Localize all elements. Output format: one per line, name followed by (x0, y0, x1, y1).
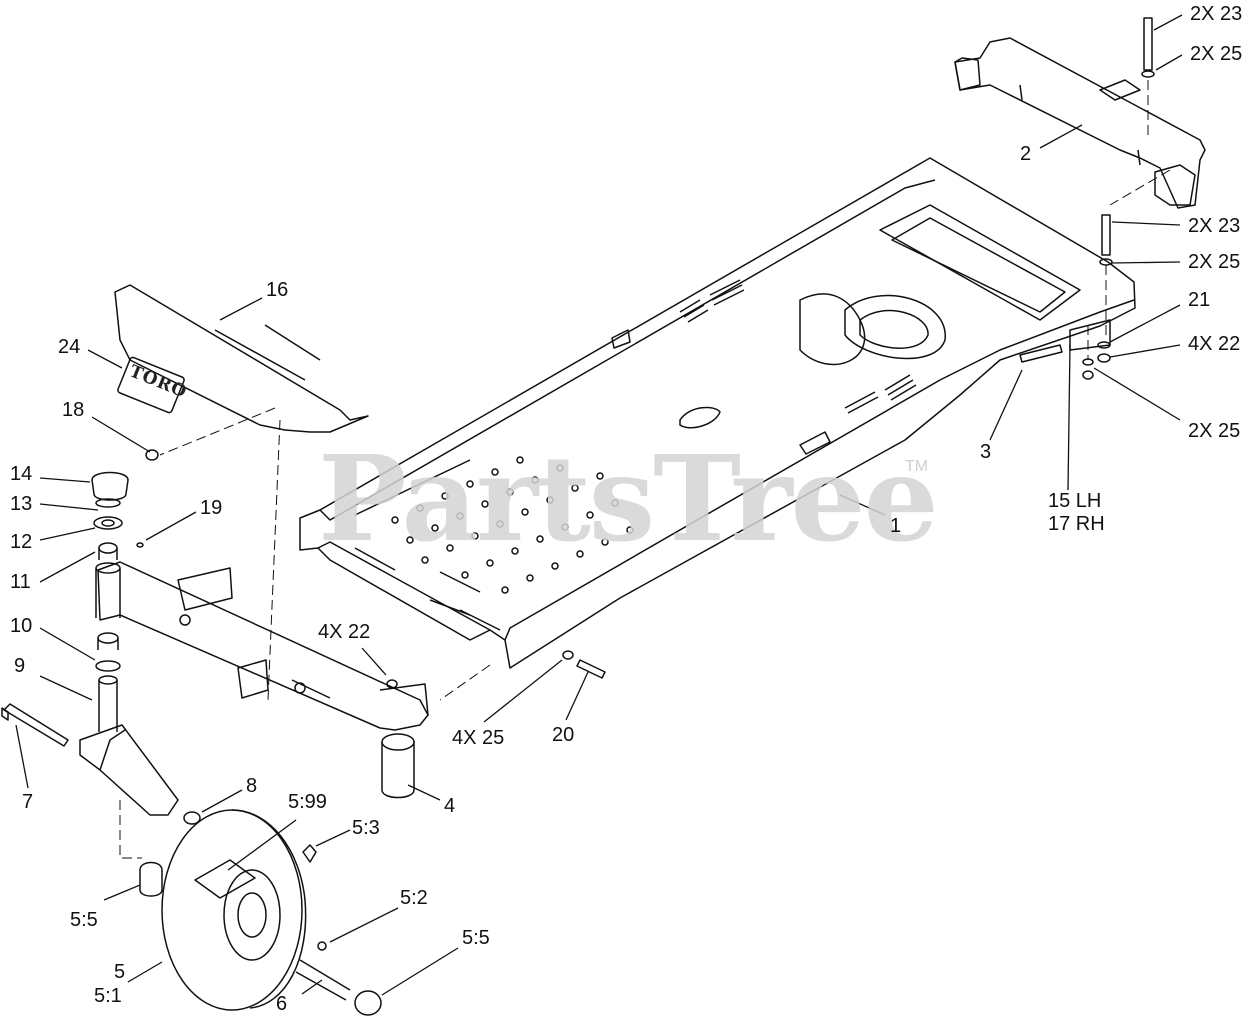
callout-5-1: 5:1 (94, 985, 122, 1007)
callout-9: 9 (14, 655, 26, 677)
callout-20: 20 (552, 724, 575, 746)
callout-15-lh: 15 LH (1048, 490, 1102, 512)
callout-12: 12 (10, 531, 33, 553)
callout-7: 7 (22, 791, 34, 813)
callout-5-3: 5:3 (352, 817, 380, 839)
callout-2x25-mid: 2X 25 (1188, 251, 1241, 273)
rear-bracket (954, 37, 1206, 209)
callout-2x23-top: 2X 23 (1190, 3, 1243, 25)
callout-18: 18 (62, 399, 85, 421)
callout-1: 1 (890, 515, 902, 537)
callout-3: 3 (980, 441, 992, 463)
main-frame (299, 157, 1136, 669)
callout-4: 4 (444, 795, 456, 817)
callout-10: 10 (10, 615, 33, 637)
callout-21: 21 (1188, 289, 1211, 311)
callout-5-2: 5:2 (400, 887, 428, 909)
callout-17-rh: 17 RH (1048, 513, 1105, 535)
watermark-trademark: TM (905, 458, 929, 475)
callout-14: 14 (10, 463, 33, 485)
callout-4x22-left: 4X 22 (318, 621, 371, 643)
watermark: PartsTree (318, 429, 939, 568)
hardware (136, 17, 1155, 825)
alignment-lines (119, 80, 1171, 859)
callout-5-99: 5:99 (288, 791, 327, 813)
caster-wheel (139, 809, 382, 1016)
callout-13: 13 (10, 493, 33, 515)
front-axle (97, 561, 429, 799)
callout-5: 5 (114, 961, 126, 983)
callout-6: 6 (276, 993, 288, 1015)
callout-2x23-mid: 2X 23 (1188, 215, 1241, 237)
callout-11: 11 (10, 571, 31, 593)
floor-hole-grid (391, 456, 634, 594)
callout-2x25-right: 2X 25 (1188, 420, 1241, 442)
spindle-stack (79, 471, 179, 816)
callout-2x25-top: 2X 25 (1190, 43, 1243, 65)
callout-24: 24 (58, 336, 81, 358)
callout-5-5a: 5:5 (70, 909, 98, 931)
bolt-7 (1, 703, 69, 747)
callout-5-5b: 5:5 (462, 927, 490, 949)
cover-panel (114, 284, 369, 433)
leader-lines (15, 14, 1183, 996)
callout-4x22-right: 4X 22 (1188, 333, 1241, 355)
callout-2: 2 (1020, 143, 1032, 165)
callout-8: 8 (246, 775, 258, 797)
callout-16: 16 (266, 279, 289, 301)
callout-19: 19 (200, 497, 223, 519)
callout-4x25-left: 4X 25 (452, 727, 505, 749)
